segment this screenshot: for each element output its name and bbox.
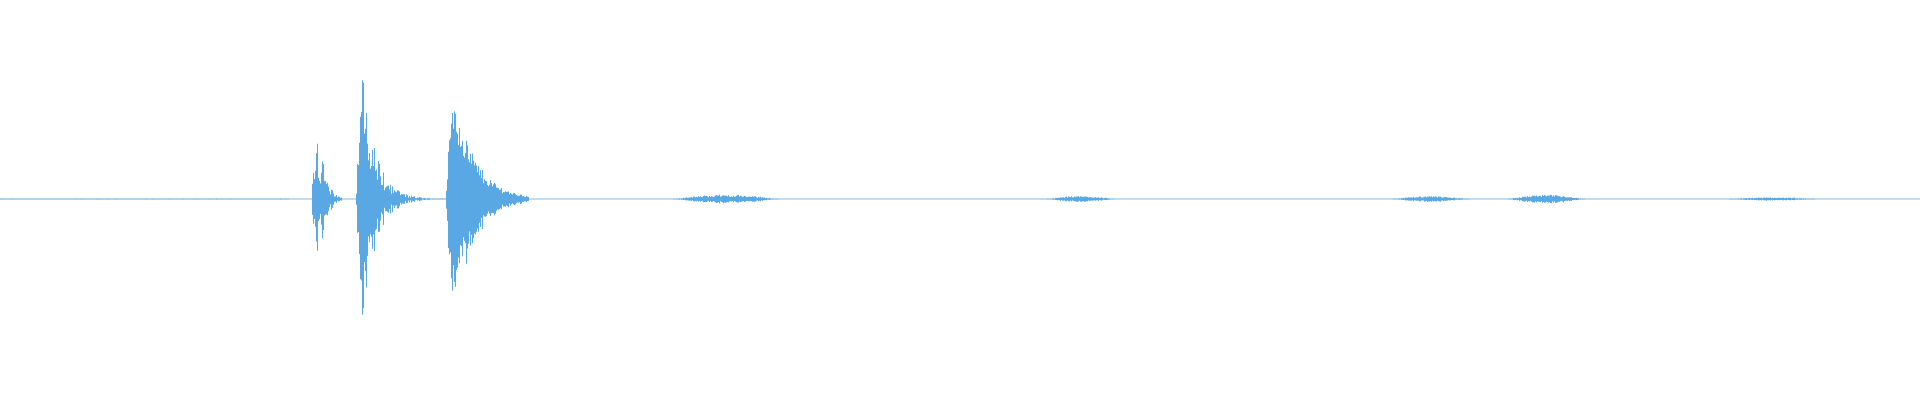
- waveform-signal: [0, 80, 1815, 315]
- waveform-peaks: [0, 80, 1815, 315]
